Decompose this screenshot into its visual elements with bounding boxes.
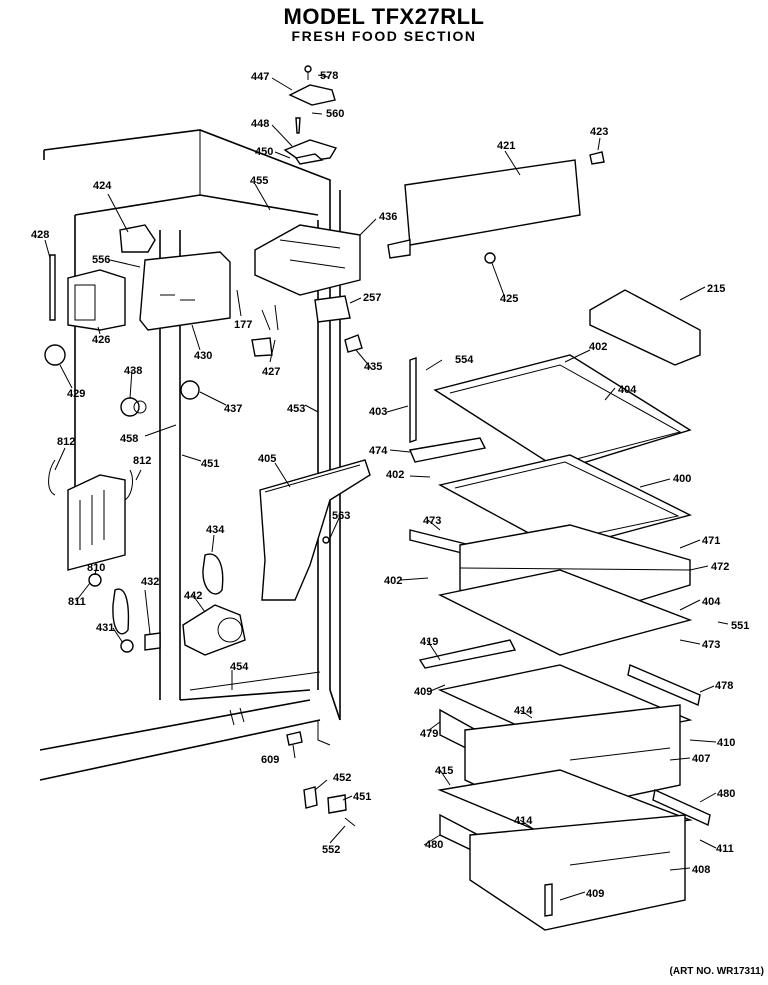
part-label: 552 xyxy=(322,844,340,856)
part-label: 414 xyxy=(514,705,533,717)
leader-lines xyxy=(44,74,729,901)
part-label: 409 xyxy=(586,888,604,900)
part-label: 415 xyxy=(435,765,453,777)
part-label: 421 xyxy=(497,140,515,152)
part-label: 551 xyxy=(731,620,749,632)
part-label: 452 xyxy=(333,772,351,784)
part-label: 810 xyxy=(87,562,105,574)
part-label: 404 xyxy=(618,384,637,396)
part-label: 431 xyxy=(96,622,114,634)
part-label: 435 xyxy=(364,361,382,373)
part-label: 425 xyxy=(500,293,518,305)
part-label: 451 xyxy=(201,458,219,470)
part-label: 454 xyxy=(230,661,249,673)
part-label: 563 xyxy=(332,510,350,522)
part-label: 450 xyxy=(255,146,273,158)
part-label: 480 xyxy=(425,839,443,851)
part-label: 429 xyxy=(67,388,85,400)
part-label: 434 xyxy=(206,524,225,536)
part-label: 478 xyxy=(715,680,733,692)
part-label: 432 xyxy=(141,576,159,588)
part-label: 480 xyxy=(717,788,735,800)
left-components xyxy=(44,224,246,656)
part-label: 402 xyxy=(384,575,402,587)
part-label: 560 xyxy=(326,108,344,120)
part-label: 427 xyxy=(262,366,280,378)
part-label: 424 xyxy=(93,180,112,192)
part-label: 473 xyxy=(702,639,720,651)
part-label: 436 xyxy=(379,211,397,223)
part-label: 448 xyxy=(251,118,269,130)
part-label: 419 xyxy=(420,636,438,648)
part-label: 411 xyxy=(716,843,734,855)
part-label: 811 xyxy=(68,596,86,608)
model-title: MODEL TFX27RLL xyxy=(283,4,485,29)
part-label: 471 xyxy=(702,535,720,547)
part-label: 409 xyxy=(414,686,432,698)
part-label: 472 xyxy=(711,561,729,573)
part-label: 414 xyxy=(514,815,533,827)
part-label: 257 xyxy=(363,292,381,304)
part-label: 177 xyxy=(234,319,252,331)
center-components xyxy=(251,224,371,827)
part-label: 447 xyxy=(251,71,269,83)
part-label: 451 xyxy=(353,791,371,803)
part-label: 215 xyxy=(707,283,725,295)
part-label: 402 xyxy=(386,469,404,481)
part-label: 453 xyxy=(287,403,305,415)
part-label: 556 xyxy=(92,254,110,266)
part-label: 473 xyxy=(423,515,441,527)
part-label: 426 xyxy=(92,334,110,346)
part-label: 407 xyxy=(692,753,710,765)
part-label: 458 xyxy=(120,433,138,445)
part-label: 410 xyxy=(717,737,735,749)
part-number-labels: 447 578 448 560 450 455 424 428 556 426 … xyxy=(31,70,749,900)
part-label: 474 xyxy=(369,445,388,457)
part-label: 438 xyxy=(124,365,142,377)
part-label: 442 xyxy=(184,590,202,602)
part-label: 402 xyxy=(589,341,607,353)
part-label: 578 xyxy=(320,70,338,82)
part-label: 812 xyxy=(133,455,151,467)
part-label: 554 xyxy=(455,354,474,366)
part-label: 479 xyxy=(420,728,438,740)
part-label: 400 xyxy=(673,473,691,485)
part-label: 609 xyxy=(261,754,279,766)
part-label: 404 xyxy=(702,596,721,608)
part-label: 423 xyxy=(590,126,608,138)
part-label: 408 xyxy=(692,864,710,876)
part-label: 430 xyxy=(194,350,212,362)
section-title: FRESH FOOD SECTION xyxy=(291,28,477,44)
art-number: (ART NO. WR17311) xyxy=(669,966,764,977)
shelves-and-drawers xyxy=(387,151,711,931)
part-label: 428 xyxy=(31,229,49,241)
part-label: 405 xyxy=(258,453,276,465)
part-label: 437 xyxy=(224,403,242,415)
part-label: 812 xyxy=(57,436,75,448)
part-label: 403 xyxy=(369,406,387,418)
hinge-parts xyxy=(283,65,338,165)
part-label: 455 xyxy=(250,175,268,187)
